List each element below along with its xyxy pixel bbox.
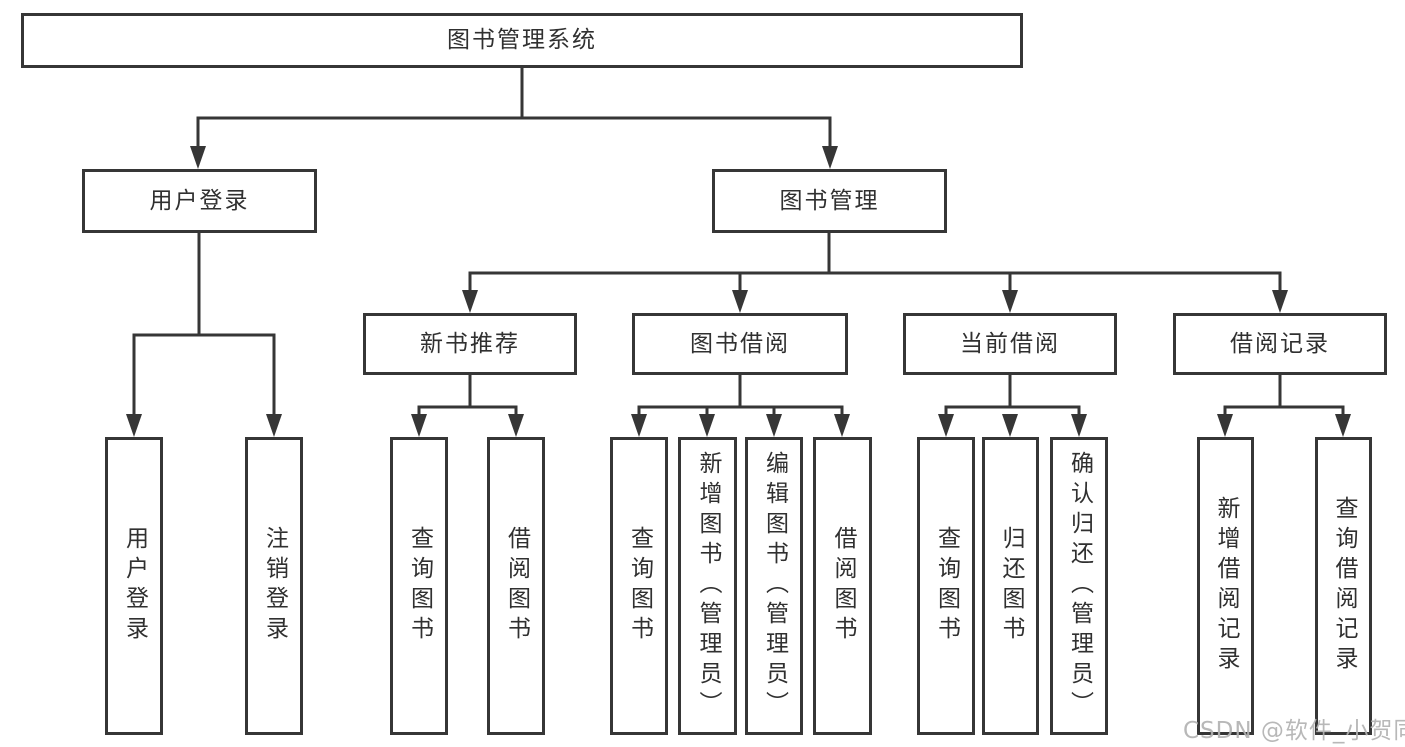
node-borrow-records: 借阅记录 — [1173, 313, 1387, 375]
csdn-watermark: CSDN @软件_小贺同学 — [1183, 718, 1405, 744]
leaf-return-books: 归还图书 — [982, 437, 1039, 735]
leaf-add-books-admin: 新增图书（管理员） — [678, 437, 737, 735]
node-root-label: 图书管理系统 — [447, 27, 597, 53]
leaf-query-books-recommend: 查询图书 — [390, 437, 448, 735]
node-book-borrow: 图书借阅 — [632, 313, 848, 375]
connector-arrows — [126, 146, 1351, 437]
node-current-borrow: 当前借阅 — [903, 313, 1117, 375]
node-root: 图书管理系统 — [21, 13, 1023, 68]
node-borrow-records-label: 借阅记录 — [1230, 330, 1330, 357]
leaf-query-books-borrow: 查询图书 — [610, 437, 668, 735]
leaf-query-books-current: 查询图书 — [917, 437, 975, 735]
node-current-borrow-label: 当前借阅 — [960, 330, 1060, 357]
node-user-login-label: 用户登录 — [149, 187, 250, 214]
leaf-edit-books-admin: 编辑图书（管理员） — [745, 437, 803, 735]
node-book-borrow-label: 图书借阅 — [690, 330, 790, 357]
leaf-borrow-books: 借阅图书 — [813, 437, 872, 735]
leaf-logout: 注销登录 — [245, 437, 303, 735]
leaf-query-borrow-record: 查询借阅记录 — [1315, 437, 1372, 735]
node-new-book-recommend-label: 新书推荐 — [420, 330, 520, 357]
node-book-management: 图书管理 — [712, 169, 947, 233]
leaf-borrow-books-recommend: 借阅图书 — [487, 437, 545, 735]
node-new-book-recommend: 新书推荐 — [363, 313, 577, 375]
node-user-login: 用户登录 — [82, 169, 317, 233]
leaf-add-borrow-record: 新增借阅记录 — [1197, 437, 1254, 735]
leaf-user-login: 用户登录 — [105, 437, 163, 735]
leaf-confirm-return-admin: 确认归还（管理员） — [1050, 437, 1108, 735]
node-book-management-label: 图书管理 — [779, 187, 880, 214]
